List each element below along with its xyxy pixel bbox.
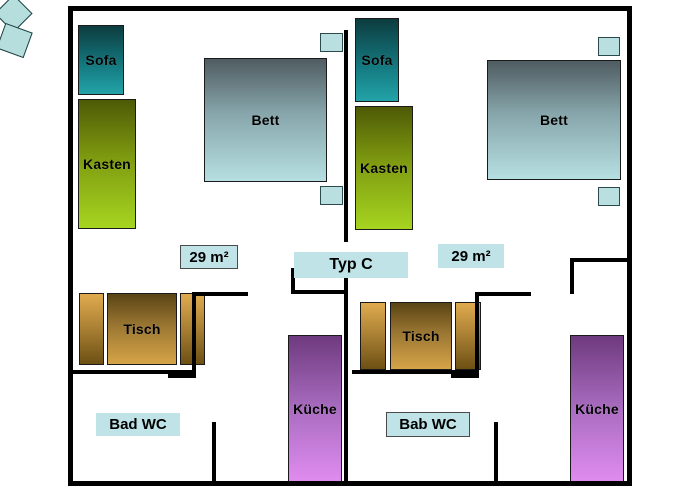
wall-outer-left xyxy=(68,6,73,486)
plan-type-label-text: Typ C xyxy=(329,256,373,273)
furniture-label-tisch-left: Tisch xyxy=(123,321,161,337)
nightstand-left-top[interactable] xyxy=(320,33,343,52)
wall-right-lower-divider xyxy=(494,422,498,484)
furniture-bett-left[interactable]: Bett xyxy=(204,58,327,182)
area-label-right-text: 29 m² xyxy=(451,247,491,265)
wall-left-top-stub-horizontal xyxy=(192,292,244,296)
bathroom-label-right: Bab WC xyxy=(386,412,470,437)
area-label-right: 29 m² xyxy=(438,244,504,268)
nightstand-left-bottom[interactable] xyxy=(320,186,343,205)
bathroom-label-left-text: Bad WC xyxy=(109,416,167,433)
nightstand-right-bottom[interactable] xyxy=(598,187,620,206)
wall-right-bath-jog xyxy=(451,374,479,378)
area-label-left: 29 m² xyxy=(180,245,238,269)
furniture-label-bett-right: Bett xyxy=(539,112,569,128)
bathroom-label-right-text: Bab WC xyxy=(399,416,457,433)
wall-center-upper xyxy=(344,30,348,242)
furniture-tisch-right[interactable]: Tisch xyxy=(390,302,452,370)
furniture-label-bett-left: Bett xyxy=(251,112,280,128)
wall-outer-bottom xyxy=(68,481,632,486)
furniture-label-sofa-right: Sofa xyxy=(361,52,393,68)
furniture-kueche-left[interactable]: Küche xyxy=(288,335,342,483)
wall-outer-top xyxy=(68,6,632,11)
furniture-sofa-left[interactable]: Sofa xyxy=(78,25,124,95)
plan-type-label: Typ C xyxy=(294,252,408,278)
furniture-label-tisch-right: Tisch xyxy=(402,328,440,344)
furniture-kasten-right[interactable]: Kasten xyxy=(355,106,413,230)
wall-left-bath-jog xyxy=(168,374,196,378)
wall-right-tisch-right xyxy=(475,292,479,374)
wall-outer-right xyxy=(627,6,632,486)
area-label-left-text: 29 m² xyxy=(189,248,229,266)
furniture-bett-right[interactable]: Bett xyxy=(487,60,621,180)
chair-right-1[interactable] xyxy=(360,302,386,370)
wall-left-upper-jamb-horizontal xyxy=(291,290,347,294)
furniture-kasten-left[interactable]: Kasten xyxy=(78,99,136,229)
wall-left-lower-divider xyxy=(212,422,216,484)
wall-right-corridor-top xyxy=(475,292,531,296)
wall-center-lower xyxy=(344,253,348,486)
wall-right-top-corner-vertical xyxy=(570,258,574,294)
furniture-tisch-left[interactable]: Tisch xyxy=(107,293,177,365)
bathroom-label-left: Bad WC xyxy=(96,413,180,436)
furniture-kueche-right[interactable]: Küche xyxy=(570,335,624,483)
wall-left-upper-jamb-vertical xyxy=(291,268,295,294)
furniture-label-kasten-right: Kasten xyxy=(360,160,408,176)
furniture-label-sofa-left: Sofa xyxy=(85,52,117,68)
furniture-sofa-right[interactable]: Sofa xyxy=(355,18,399,102)
decor-diamond-right xyxy=(0,22,33,59)
furniture-label-kueche-left: Küche xyxy=(293,401,337,417)
wall-right-bath-top xyxy=(352,370,479,374)
chair-left-1[interactable] xyxy=(79,293,104,365)
wall-right-top-corner-horizontal xyxy=(570,258,628,262)
furniture-label-kueche-right: Küche xyxy=(575,401,619,417)
nightstand-right-top[interactable] xyxy=(598,37,620,56)
furniture-label-kasten-left: Kasten xyxy=(83,156,131,172)
wall-left-bath-top xyxy=(71,370,196,374)
wall-left-tisch-right xyxy=(192,292,196,374)
